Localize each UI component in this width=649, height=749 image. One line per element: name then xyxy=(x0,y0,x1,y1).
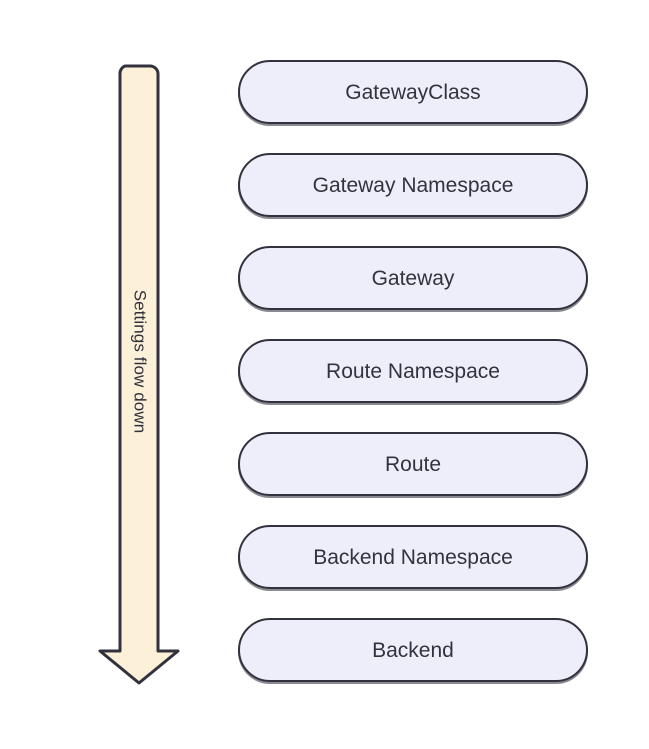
settings-flow-arrow: Settings flow down xyxy=(92,50,188,695)
node-label: Backend xyxy=(372,638,454,662)
node-backend[interactable]: Backend xyxy=(238,618,588,682)
node-gateway-namespace[interactable]: Gateway Namespace xyxy=(238,153,588,217)
node-label: Gateway Namespace xyxy=(312,173,514,197)
node-gatewayclass[interactable]: GatewayClass xyxy=(238,60,588,124)
node-label: Backend Namespace xyxy=(313,545,513,569)
node-label: Route Namespace xyxy=(326,359,500,383)
node-backend-namespace[interactable]: Backend Namespace xyxy=(238,525,588,589)
node-stack: GatewayClass Gateway Namespace Gateway R… xyxy=(238,60,588,682)
node-route[interactable]: Route xyxy=(238,432,588,496)
node-route-namespace[interactable]: Route Namespace xyxy=(238,339,588,403)
node-label: Route xyxy=(384,452,442,476)
node-label: Gateway xyxy=(371,266,455,290)
node-gateway[interactable]: Gateway xyxy=(238,246,588,310)
down-arrow-icon xyxy=(98,64,180,685)
node-label: GatewayClass xyxy=(345,80,481,104)
